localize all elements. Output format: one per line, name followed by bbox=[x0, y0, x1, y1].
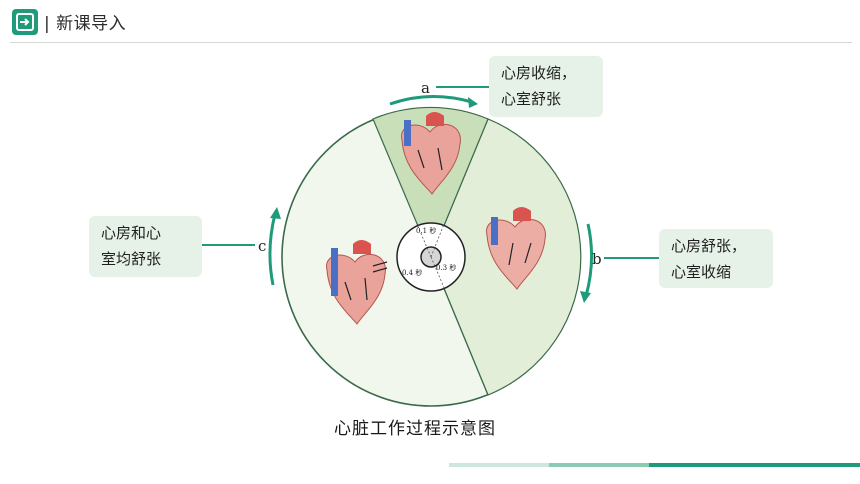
footer-bar-mid bbox=[549, 463, 649, 467]
arrow-c-head bbox=[270, 207, 281, 219]
box-c-line-1: 心房和心 bbox=[101, 224, 162, 242]
header: | 新课导入 bbox=[0, 0, 860, 44]
heart-illustration-a bbox=[401, 112, 461, 195]
footer-bar-dark bbox=[649, 463, 860, 467]
arrow-c bbox=[268, 213, 277, 286]
arrow-b-head bbox=[580, 291, 591, 303]
box-b-line-2: 心室收缩 bbox=[671, 263, 732, 281]
label-box-a: 心房收缩， 心室舒张 bbox=[489, 56, 603, 117]
box-a-line-2: 心室舒张 bbox=[501, 90, 562, 108]
time-label-b: 0.3 秒 bbox=[436, 263, 456, 272]
label-c: c bbox=[258, 237, 266, 255]
label-a: a bbox=[421, 79, 430, 97]
logo-icon bbox=[12, 9, 38, 35]
time-label-a: 0.1 秒 bbox=[416, 226, 436, 235]
heart-illustration-b bbox=[486, 207, 546, 290]
heart-illustration-c bbox=[326, 240, 388, 325]
box-a-line-1: 心房收缩， bbox=[501, 64, 577, 82]
diagram-caption: 心脏工作过程示意图 bbox=[334, 419, 496, 439]
header-divider bbox=[10, 42, 852, 43]
box-c-line-2: 室均舒张 bbox=[101, 250, 162, 268]
label-box-c: 心房和心 室均舒张 bbox=[89, 216, 202, 277]
arrow-a-head bbox=[468, 97, 478, 108]
page-title: | 新课导入 bbox=[44, 14, 127, 34]
time-label-c: 0.4 秒 bbox=[402, 268, 422, 277]
label-box-b: 心房舒张， 心室收缩 bbox=[659, 229, 773, 288]
label-b: b bbox=[592, 250, 602, 268]
box-b-line-1: 心房舒张， bbox=[671, 237, 747, 255]
arrow-a bbox=[389, 95, 473, 106]
footer-bar-light bbox=[449, 463, 549, 467]
arrow-b bbox=[584, 223, 594, 297]
